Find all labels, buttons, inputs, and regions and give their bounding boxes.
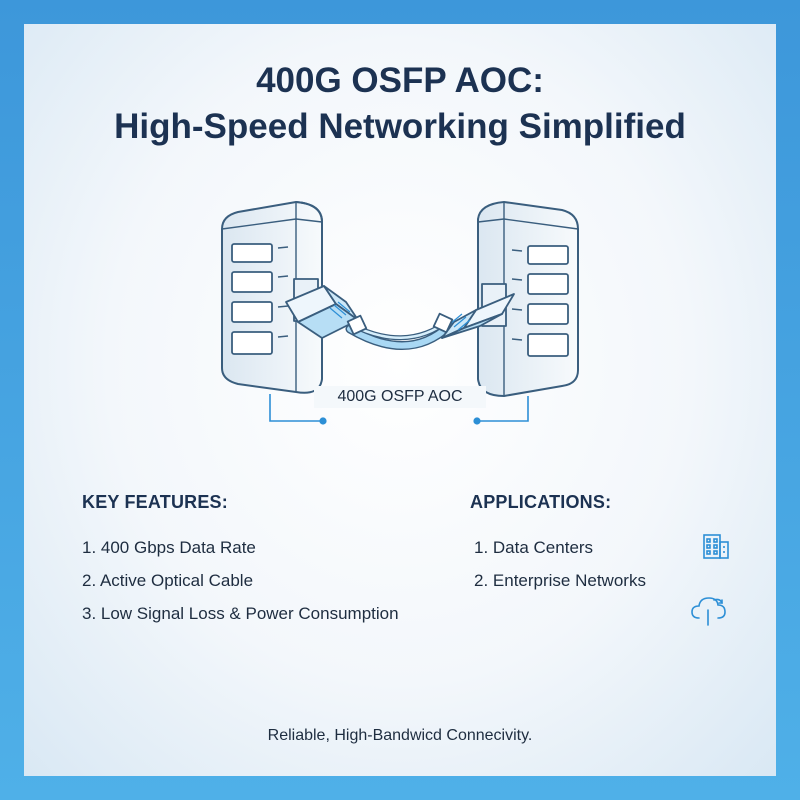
cloud-sync-icon — [691, 597, 726, 626]
applications-heading: APPLICATIONS: — [470, 492, 612, 512]
right-osfp-connector — [432, 293, 515, 339]
list-item: 2. Active Optical Cable — [82, 571, 254, 590]
cable-label: 400G OSFP AOC — [314, 386, 486, 408]
list-item: 1. 400 Gbps Data Rate — [82, 538, 256, 557]
tagline: Reliable, High-Bandwicd Connecivity. — [267, 727, 533, 744]
left-server — [221, 201, 323, 394]
right-server — [477, 201, 579, 397]
list-item: 2. Enterprise Networks — [474, 571, 646, 590]
left-osfp-connector — [285, 285, 368, 339]
building-icon — [703, 534, 729, 559]
label-leader-lines — [269, 394, 529, 425]
key-features-list: 1. 400 Gbps Data Rate 2. Active Optical … — [82, 537, 399, 636]
title-line-1: 400G OSFP AOC: — [256, 61, 544, 100]
applications-list: 1. Data Centers 2. Enterprise Networks — [474, 537, 646, 603]
list-item: 3. Low Signal Loss & Power Consumption — [82, 604, 399, 623]
title-line-2: High-Speed Networking Simplified — [114, 107, 686, 146]
key-features-heading: KEY FEATURES: — [82, 492, 228, 512]
infographic-card: 400G OSFP AOC: High-Speed Networking Sim… — [24, 24, 776, 776]
list-item: 1. Data Centers — [474, 538, 594, 557]
server-connection-diagram — [221, 201, 579, 425]
